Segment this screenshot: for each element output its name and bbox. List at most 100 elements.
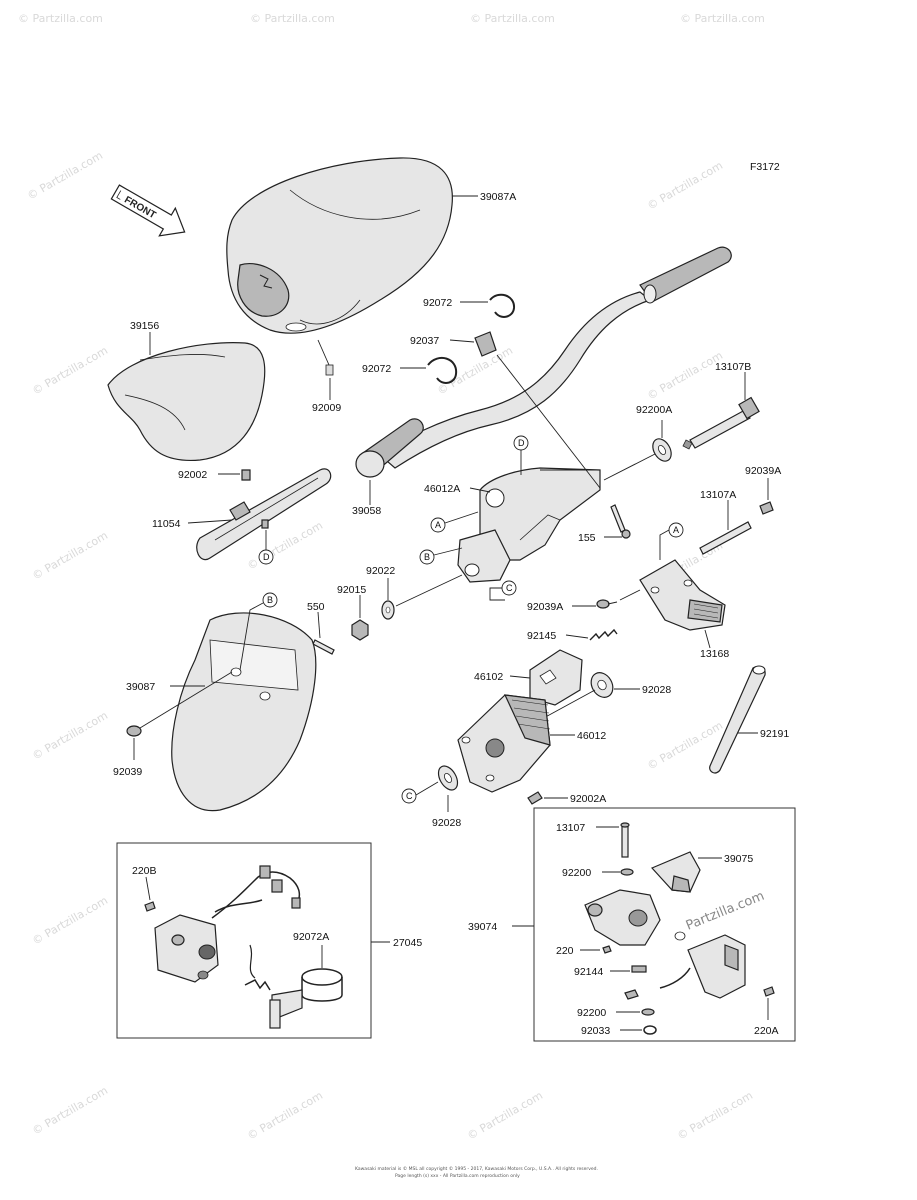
- washer-92200-lower: [641, 1008, 655, 1016]
- inset-box-switch: [116, 842, 372, 1039]
- watermark: © Partzilla.com: [30, 894, 110, 948]
- bolt-13107B: [682, 396, 760, 450]
- leader-line: [603, 453, 656, 481]
- washer-92028-lower: [437, 765, 459, 791]
- clip-92033: [643, 1025, 657, 1035]
- callout-a-2: A: [659, 522, 684, 560]
- watermark: © Partzilla.com: [645, 159, 725, 213]
- tube-92191: [709, 665, 766, 774]
- part-label-92072: 92072: [423, 297, 452, 309]
- part-label-13107B: 13107B: [715, 361, 751, 373]
- washer-92200A: [652, 438, 672, 462]
- screw-92039: [126, 725, 142, 737]
- leader-line: [317, 611, 321, 639]
- callout-letter: A: [673, 525, 679, 535]
- screw-92039A-left: [596, 599, 618, 609]
- screw-92002: [241, 469, 251, 481]
- callout-letter: D: [263, 552, 270, 562]
- inset-box-throttle: [533, 807, 796, 1042]
- part-label-92033: 92033: [581, 1025, 610, 1037]
- part-92144: [631, 965, 647, 973]
- pin-13107: [620, 822, 630, 858]
- callout-d-1: D: [513, 435, 529, 475]
- callout-letter: C: [506, 583, 513, 593]
- part-label-550: 550: [307, 601, 325, 613]
- block-92037: [474, 331, 497, 357]
- part-label-92009: 92009: [312, 402, 341, 414]
- part-label-92039A-right: 92039A: [745, 465, 781, 477]
- watermark: © Partzilla.com: [30, 529, 110, 583]
- leader-line: [187, 519, 233, 524]
- housing-46012: [457, 694, 551, 793]
- part-label-92200A: 92200A: [636, 404, 672, 416]
- part-label-220: 220: [556, 945, 574, 957]
- part-label-13107A: 13107A: [700, 489, 736, 501]
- part-label-155: 155: [578, 532, 596, 544]
- copyright-line-2: Page length (s) xxx - All Partzilla.com …: [395, 1173, 520, 1179]
- part-label-92039: 92039: [113, 766, 142, 778]
- watermark: © Partzilla.com: [30, 344, 110, 398]
- watermark: © Partzilla.com: [30, 709, 110, 763]
- watermark: © Partzilla.com: [30, 1084, 110, 1138]
- callout-b-2: B: [239, 592, 278, 671]
- part-label-39058: 39058: [352, 505, 381, 517]
- part-label-13168: 13168: [700, 648, 729, 660]
- part-label-220B: 220B: [132, 865, 157, 877]
- watermark: © Partzilla.com: [250, 12, 335, 25]
- bolt-550: [312, 639, 335, 655]
- part-label-92002: 92002: [178, 469, 207, 481]
- pad-39156: [107, 342, 266, 462]
- watermark: © Partzilla.com: [435, 344, 515, 398]
- switch-27045: [154, 865, 301, 983]
- watermark: © Partzilla.com: [680, 12, 765, 25]
- part-label-92072A: 92072A: [293, 931, 329, 943]
- screw-92039A-right: [759, 501, 774, 515]
- callout-b-1: B: [419, 547, 463, 565]
- part-label-220A: 220A: [754, 1025, 779, 1037]
- part-label-92072-b: 92072: [362, 363, 391, 375]
- pin-13107A: [699, 521, 752, 555]
- leader-line: [449, 339, 475, 343]
- bracket-11054: [196, 468, 332, 561]
- callout-letter: D: [518, 438, 525, 448]
- part-label-39087: 39087: [126, 681, 155, 693]
- clamp-92072-lower: [427, 356, 458, 384]
- part-label-92144: 92144: [574, 966, 603, 978]
- part-label-92002A: 92002A: [570, 793, 606, 805]
- screw-220B: [144, 901, 156, 912]
- part-label-92022: 92022: [366, 565, 395, 577]
- part-label-13107: 13107: [556, 822, 585, 834]
- nut-92015: [351, 619, 369, 641]
- leader-line: [539, 689, 596, 721]
- watermark: © Partzilla.com: [645, 349, 725, 403]
- screw-220: [602, 945, 612, 954]
- part-label-92015: 92015: [337, 584, 366, 596]
- callout-letter: A: [435, 520, 441, 530]
- leader-line: [619, 589, 641, 601]
- clamp-92072-upper: [489, 293, 516, 318]
- watermark: © Partzilla.com: [465, 1089, 545, 1143]
- spring-92145: [589, 628, 618, 641]
- part-label-39156: 39156: [130, 320, 159, 332]
- part-label-46012A: 46012A: [424, 483, 460, 495]
- leader-line: [469, 487, 491, 493]
- part-label-39075: 39075: [724, 853, 753, 865]
- part-46102: [529, 649, 583, 706]
- part-label-92191: 92191: [760, 728, 789, 740]
- leader-line: [496, 354, 601, 489]
- watermark: © Partzilla.com: [25, 149, 105, 203]
- part-label-92037: 92037: [410, 335, 439, 347]
- inset-watermark: Partzilla.com: [684, 889, 767, 934]
- watermark: © Partzilla.com: [675, 1089, 755, 1143]
- watermark: © Partzilla.com: [245, 1089, 325, 1143]
- callout-c-2: C: [401, 781, 439, 804]
- callout-letter: B: [424, 552, 430, 562]
- washer-92028-upper: [590, 672, 614, 698]
- copyright-line: Kawasaki material is © MSL all copyright…: [355, 1165, 598, 1172]
- leader-line: [509, 675, 531, 679]
- part-label-92039A-left: 92039A: [527, 601, 563, 613]
- handle-cover-39087A: [226, 157, 453, 334]
- body-39074: [584, 889, 686, 946]
